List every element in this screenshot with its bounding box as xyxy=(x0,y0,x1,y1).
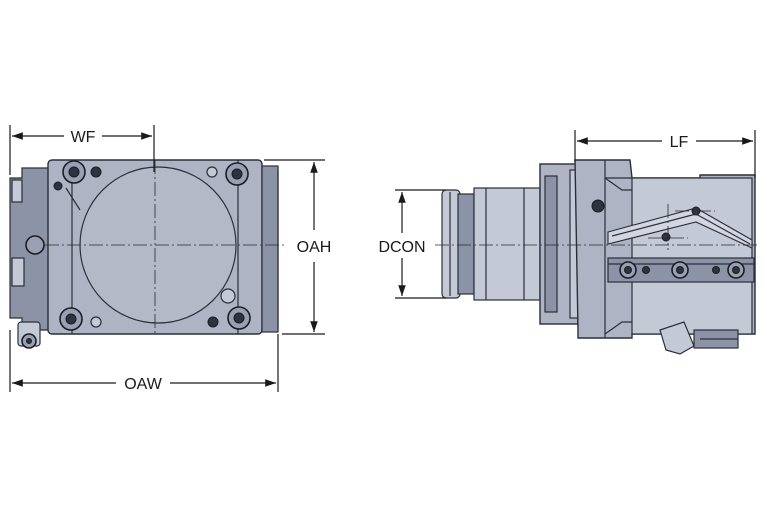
side-tool-face xyxy=(631,177,753,335)
dim-label-lf: LF xyxy=(670,134,689,151)
front-pin-4 xyxy=(90,316,102,328)
side-pin-3 xyxy=(661,232,671,242)
side-coolant-elbow xyxy=(659,321,695,355)
side-view xyxy=(435,159,760,355)
front-left-rail-slot xyxy=(11,257,25,287)
front-dimensions: WF OAH OAW xyxy=(9,125,332,393)
front-left-rail-slot-top xyxy=(11,179,23,203)
side-dimensions: DCON LF xyxy=(378,130,756,299)
front-pin-1 xyxy=(90,166,102,178)
front-rail-bolt xyxy=(25,235,45,255)
front-view xyxy=(9,159,285,349)
front-pin-3 xyxy=(207,316,219,328)
dim-label-wf: WF xyxy=(71,129,96,146)
dim-label-oah: OAH xyxy=(297,239,332,256)
dim-label-dcon: DCON xyxy=(378,239,425,256)
dim-label-oaw: OAW xyxy=(124,376,163,393)
front-pin-5 xyxy=(220,288,236,304)
front-pin-2 xyxy=(206,166,218,178)
side-shank-body xyxy=(473,187,541,301)
side-pin-1 xyxy=(591,199,605,213)
front-right-step xyxy=(261,165,279,333)
side-shank-flange xyxy=(441,189,461,299)
front-pin-6 xyxy=(53,181,63,191)
